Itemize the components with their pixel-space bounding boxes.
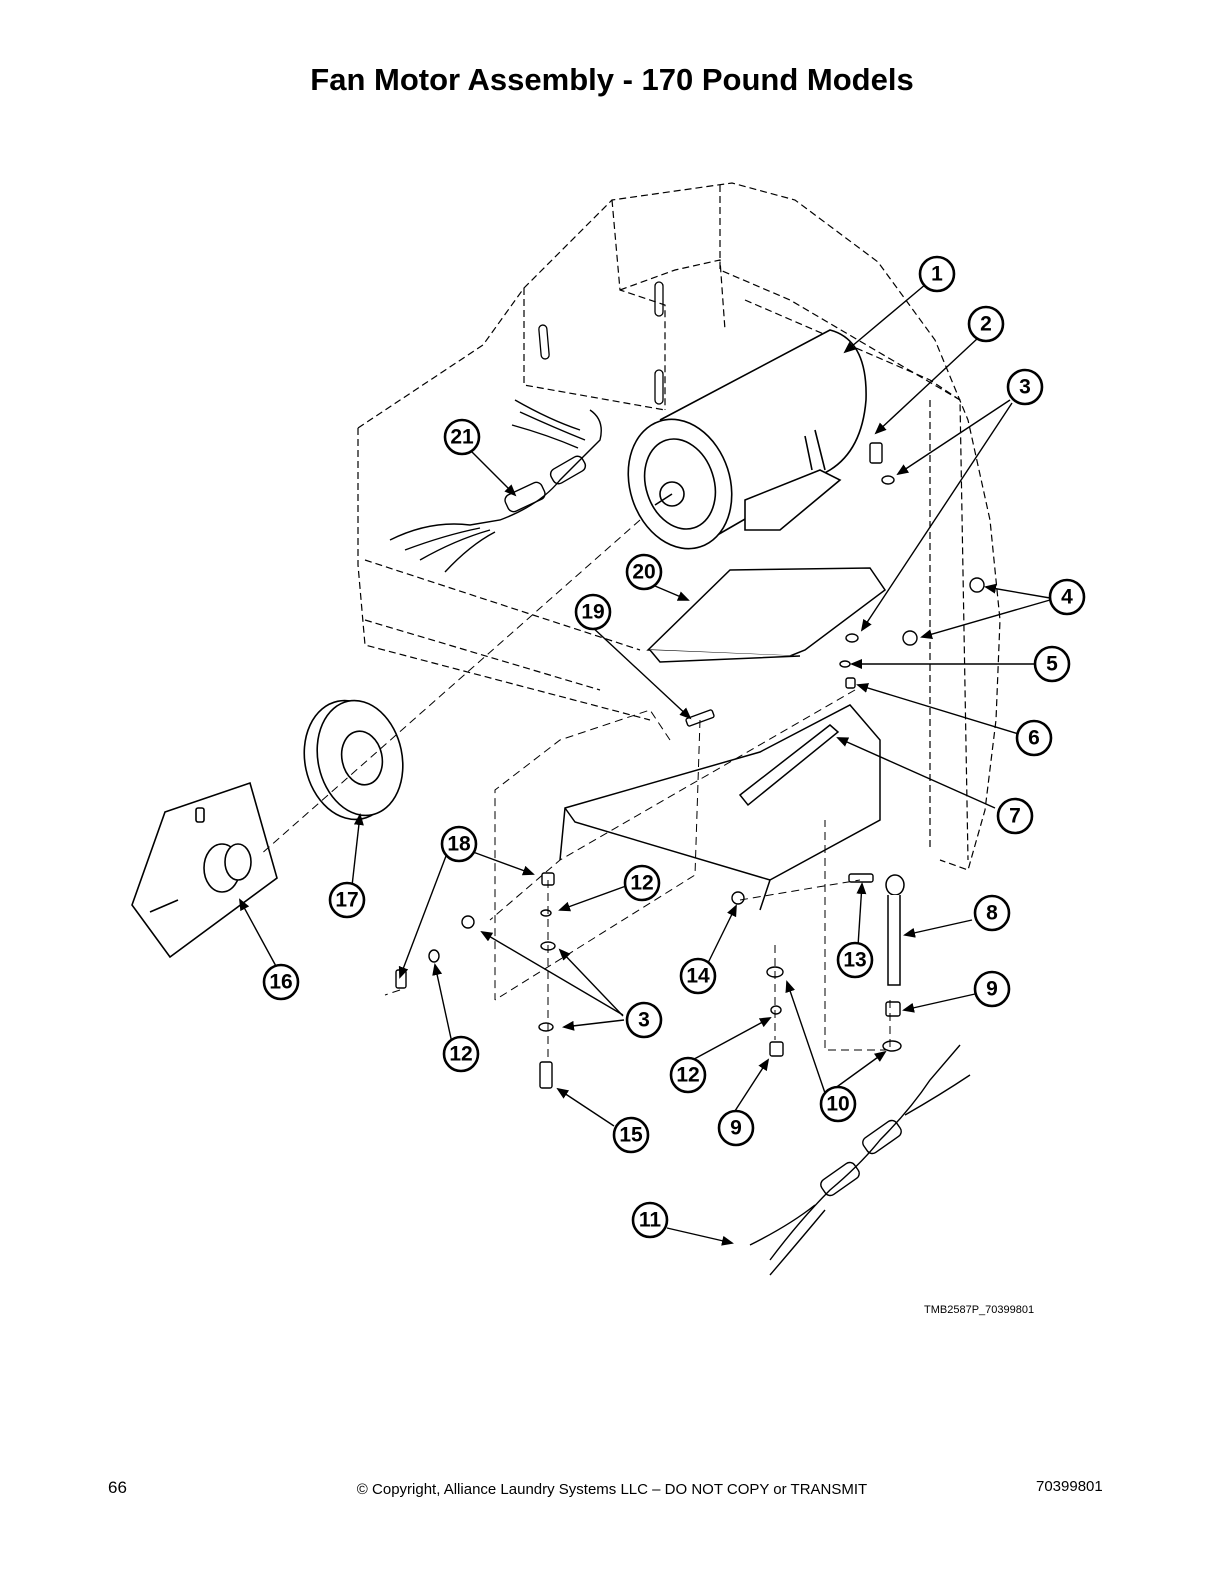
callout-19: 19 bbox=[574, 593, 612, 631]
copyright-notice: © Copyright, Alliance Laundry Systems LL… bbox=[356, 1481, 868, 1498]
svg-text:16: 16 bbox=[269, 971, 292, 994]
callout-10: 10 bbox=[819, 1085, 857, 1123]
callout-21: 21 bbox=[443, 418, 481, 456]
svg-text:7: 7 bbox=[1009, 805, 1021, 828]
callout-11: 11 bbox=[631, 1201, 669, 1239]
svg-text:20: 20 bbox=[632, 561, 655, 584]
page-number: 66 bbox=[108, 1478, 127, 1497]
callout-3-lower: 3 bbox=[625, 1001, 663, 1039]
cabinet-outline bbox=[357, 182, 1001, 871]
svg-text:3: 3 bbox=[638, 1009, 650, 1032]
svg-text:6: 6 bbox=[1028, 727, 1040, 750]
svg-text:3: 3 bbox=[1019, 376, 1031, 399]
callout-16: 16 bbox=[262, 963, 300, 1001]
eye-bolt bbox=[885, 874, 905, 986]
callout-6: 6 bbox=[1015, 719, 1053, 757]
callout-7: 7 bbox=[996, 797, 1034, 835]
wire-harness-upper bbox=[389, 399, 602, 573]
wire-harness-lower bbox=[749, 1044, 971, 1276]
callout-12-left: 12 bbox=[442, 1035, 480, 1073]
callout-9-lower: 9 bbox=[717, 1109, 755, 1147]
svg-text:12: 12 bbox=[676, 1064, 699, 1087]
svg-text:5: 5 bbox=[1046, 653, 1058, 676]
svg-text:17: 17 bbox=[335, 889, 358, 912]
document-number: 70399801 bbox=[1036, 1478, 1103, 1495]
svg-text:19: 19 bbox=[581, 601, 604, 624]
callout-4: 4 bbox=[1048, 578, 1086, 616]
callout-5: 5 bbox=[1033, 645, 1071, 683]
callout-leaders bbox=[239, 283, 1051, 1246]
svg-text:1: 1 bbox=[931, 263, 943, 286]
rod bbox=[738, 724, 840, 807]
page-title: Fan Motor Assembly - 170 Pound Models bbox=[310, 62, 914, 97]
callout-8: 8 bbox=[973, 894, 1011, 932]
cabinet-slots bbox=[538, 281, 664, 405]
bushing-detail-box bbox=[131, 781, 278, 959]
hardware-parts bbox=[395, 442, 985, 1089]
callout-20: 20 bbox=[625, 553, 663, 591]
svg-text:18: 18 bbox=[447, 833, 471, 856]
svg-text:15: 15 bbox=[619, 1124, 643, 1147]
svg-text:9: 9 bbox=[986, 978, 998, 1001]
svg-text:11: 11 bbox=[639, 1209, 662, 1232]
callout-13: 13 bbox=[836, 941, 874, 979]
callout-3: 3 bbox=[1006, 368, 1044, 406]
svg-text:10: 10 bbox=[826, 1093, 849, 1116]
callout-17: 17 bbox=[328, 881, 366, 919]
callout-2: 2 bbox=[967, 305, 1005, 343]
figure-code: TMB2587P_70399801 bbox=[924, 1304, 1035, 1316]
pulley bbox=[303, 699, 404, 821]
svg-text:13: 13 bbox=[843, 949, 866, 972]
svg-text:12: 12 bbox=[449, 1043, 472, 1066]
callout-18: 18 bbox=[440, 825, 478, 863]
callout-9-right: 9 bbox=[973, 970, 1011, 1008]
callout-15: 15 bbox=[612, 1116, 650, 1154]
svg-text:4: 4 bbox=[1061, 586, 1073, 609]
callout-1: 1 bbox=[918, 255, 956, 293]
svg-text:21: 21 bbox=[450, 426, 474, 449]
motor bbox=[627, 329, 867, 550]
svg-text:2: 2 bbox=[980, 313, 992, 336]
svg-text:8: 8 bbox=[986, 902, 998, 925]
svg-text:12: 12 bbox=[630, 872, 653, 895]
callout-12-center: 12 bbox=[623, 864, 661, 902]
callout-14: 14 bbox=[679, 957, 717, 995]
callout-12-right: 12 bbox=[669, 1056, 707, 1094]
svg-text:9: 9 bbox=[730, 1117, 742, 1140]
svg-text:14: 14 bbox=[686, 965, 710, 988]
